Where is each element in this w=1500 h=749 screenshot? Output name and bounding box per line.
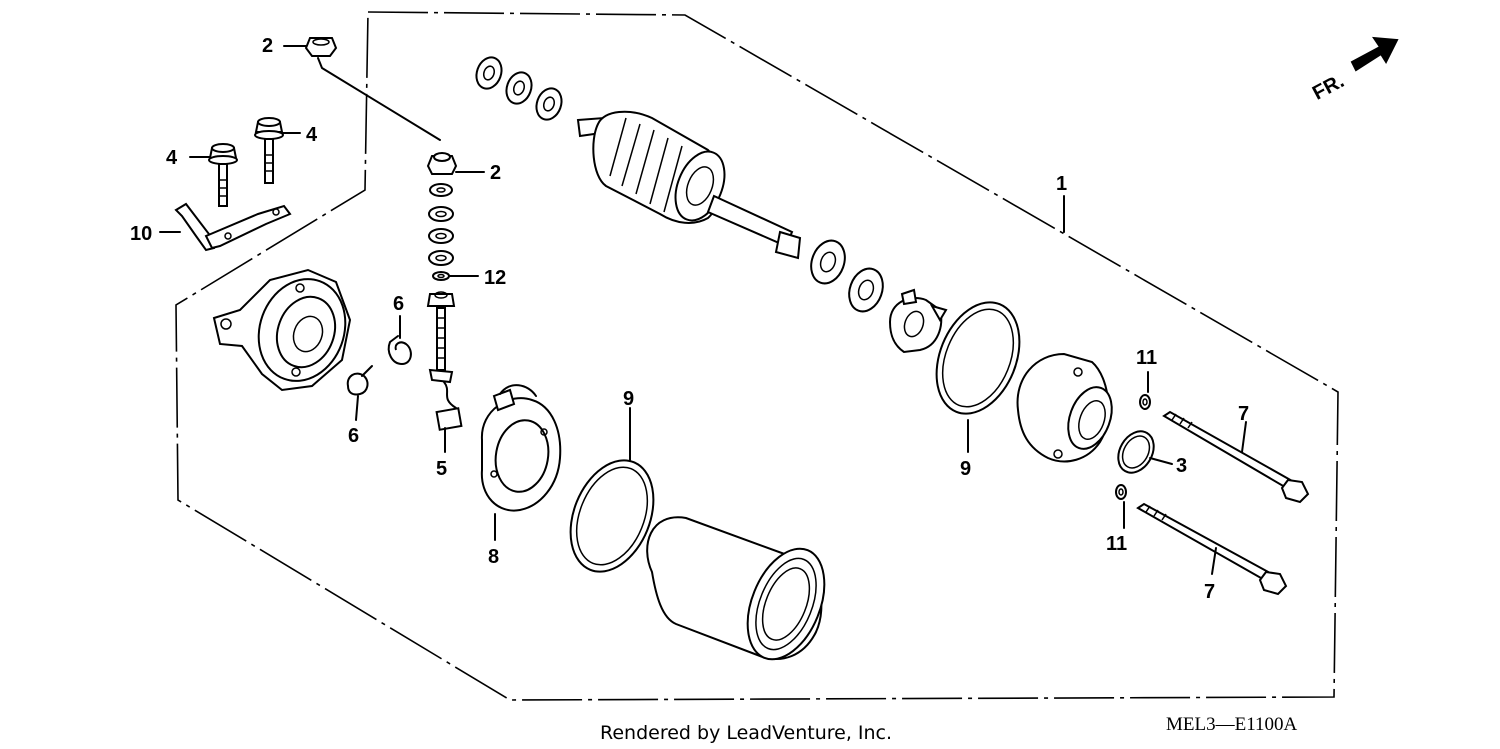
- motor-case[interactable]: [646, 516, 839, 670]
- rear-cover[interactable]: [212, 267, 359, 393]
- o-ring-11-lower[interactable]: [1115, 484, 1127, 500]
- callout-7-upper: 7: [1238, 403, 1249, 425]
- nut-2-top[interactable]: [283, 37, 338, 57]
- callouts: 1 2 2 3 4 4 5 6 6 7 7 8 9 9 10 11 11 12: [130, 35, 1249, 603]
- through-bolt-7-lower[interactable]: [1136, 502, 1288, 596]
- callout-3: 3: [1176, 455, 1187, 477]
- lock-plate[interactable]: [888, 288, 948, 354]
- front-direction-arrow: FR.: [1309, 36, 1399, 105]
- rendered-by-credit: Rendered by LeadVenture, Inc.: [600, 722, 892, 744]
- brush-clip-6-lower[interactable]: [346, 365, 373, 396]
- leader-lines: [355, 171, 1247, 575]
- callout-10: 10: [130, 223, 152, 245]
- callout-12: 12: [484, 267, 506, 289]
- callout-2-top: 2: [262, 35, 273, 57]
- brush-holder-plate-8[interactable]: [480, 384, 562, 512]
- callout-4-left: 4: [166, 147, 178, 169]
- bracket-10[interactable]: [159, 202, 292, 252]
- terminal-bolt-5[interactable]: [426, 291, 463, 431]
- brush-clip-6-upper[interactable]: [387, 335, 412, 366]
- callout-2-stack: 2: [490, 162, 501, 184]
- callout-9-lower: 9: [623, 388, 634, 410]
- callout-11-lower: 11: [1106, 533, 1127, 555]
- nut-2-leader: [317, 57, 441, 141]
- flange-bolt-4-left[interactable]: [189, 143, 238, 207]
- callout-4-right: 4: [306, 124, 318, 146]
- flange-bolt-4-right[interactable]: [254, 117, 301, 184]
- callout-5: 5: [436, 458, 447, 480]
- o-ring-11-upper[interactable]: [1139, 394, 1151, 410]
- o-ring-9-lower[interactable]: [555, 448, 669, 584]
- callout-6-lower: 6: [348, 425, 359, 447]
- terminal-washer-stack[interactable]: [426, 152, 458, 281]
- through-bolt-7-upper[interactable]: [1162, 410, 1310, 504]
- diagram-code: MEL3—E1100A: [1166, 714, 1298, 735]
- assembly-boundary: [175, 11, 1339, 701]
- o-ring-9-upper[interactable]: [921, 290, 1035, 426]
- armature-shims[interactable]: [472, 54, 888, 316]
- armature[interactable]: [576, 110, 802, 260]
- callout-9-upper: 9: [960, 458, 971, 480]
- callout-7-lower: 7: [1204, 581, 1215, 603]
- callout-8: 8: [488, 546, 499, 568]
- callout-6-upper: 6: [393, 293, 404, 315]
- callout-1: 1: [1056, 173, 1067, 195]
- callout-11-upper: 11: [1136, 347, 1157, 369]
- o-ring-3[interactable]: [1111, 425, 1161, 479]
- front-direction-label: FR.: [1309, 70, 1348, 105]
- front-cover[interactable]: [1016, 352, 1120, 463]
